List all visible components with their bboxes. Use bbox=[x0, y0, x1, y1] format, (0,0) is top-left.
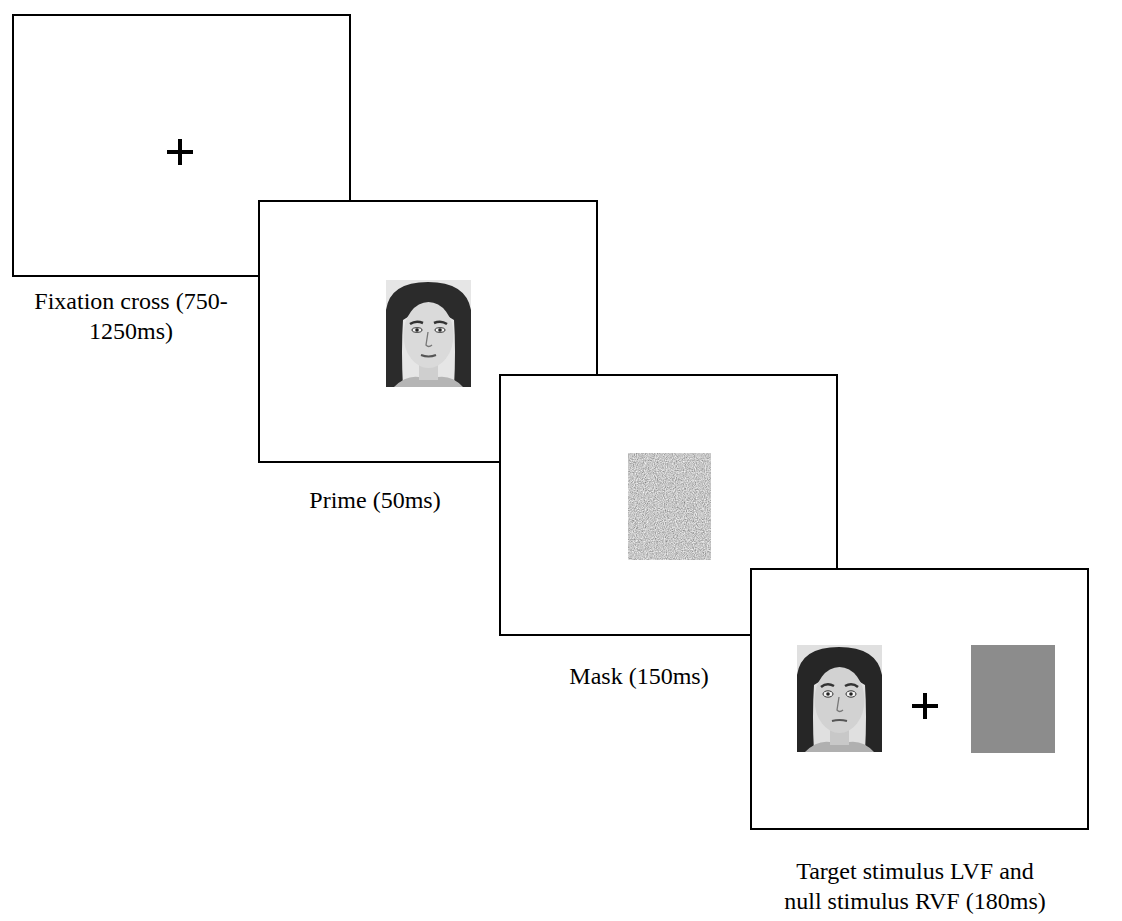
illustration-part bbox=[438, 328, 442, 332]
frame-caption: Target stimulus LVF and null stimulus RV… bbox=[780, 856, 1050, 916]
illustration-part bbox=[435, 328, 445, 333]
face-photo bbox=[797, 645, 882, 752]
frame-caption: Prime (50ms) bbox=[250, 485, 500, 515]
illustration-part bbox=[426, 332, 432, 347]
illustration-part bbox=[832, 720, 847, 721]
noise-mask bbox=[628, 453, 711, 560]
illustration-part bbox=[826, 692, 830, 696]
fixation-cross bbox=[178, 139, 182, 165]
illustration-part bbox=[849, 692, 853, 696]
illustration-part bbox=[415, 328, 419, 332]
frame-caption: Mask (150ms) bbox=[529, 661, 749, 691]
illustration-part bbox=[823, 691, 833, 697]
illustration-part bbox=[421, 355, 436, 357]
fixation-cross bbox=[923, 693, 927, 719]
illustration-part bbox=[815, 667, 865, 733]
null-stimulus bbox=[971, 645, 1055, 753]
illustration-part bbox=[412, 328, 422, 333]
illustration-part bbox=[386, 280, 471, 387]
illustration-part bbox=[845, 684, 858, 687]
frame-caption: Fixation cross (750- 1250ms) bbox=[6, 286, 256, 346]
illustration-part bbox=[846, 691, 856, 697]
illustration-part bbox=[434, 322, 447, 324]
illustration-part bbox=[837, 697, 843, 712]
illustration-part bbox=[797, 647, 882, 752]
illustration-part bbox=[410, 322, 423, 324]
noise-mask bbox=[628, 453, 711, 560]
screen-frame: Target stimulus LVF and null stimulus RV… bbox=[750, 568, 1089, 830]
illustration-part bbox=[821, 684, 834, 687]
illustration-part bbox=[797, 645, 882, 752]
target-screen bbox=[752, 570, 1087, 828]
face-photo bbox=[386, 280, 471, 387]
illustration-part bbox=[404, 302, 454, 368]
illustration-part bbox=[386, 282, 471, 387]
